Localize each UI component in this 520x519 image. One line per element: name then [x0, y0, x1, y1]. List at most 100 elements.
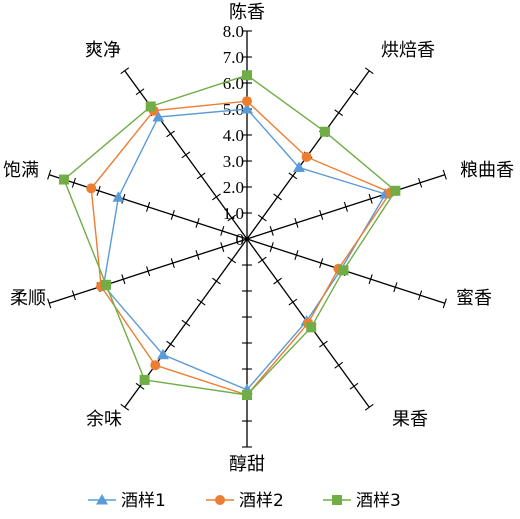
category-label: 粮曲香	[460, 160, 514, 181]
tick-mark	[146, 266, 151, 277]
data-point	[96, 494, 108, 505]
data-point	[86, 183, 97, 194]
radar-tick-labels: 01.02.03.04.05.06.07.08.0	[223, 22, 244, 249]
series-1	[97, 103, 392, 395]
data-point	[59, 174, 70, 185]
category-label: 陈香	[229, 2, 265, 23]
tick-mark	[273, 193, 282, 201]
tick-mark	[121, 274, 126, 285]
category-label: 爽净	[85, 40, 121, 61]
tick-mark	[227, 214, 237, 222]
tick-mark	[227, 256, 237, 264]
tick-mark	[349, 88, 359, 96]
tick-mark	[294, 250, 299, 260]
tick-mark	[47, 298, 52, 309]
data-point	[319, 126, 330, 137]
data-point	[139, 374, 150, 385]
tick-mark	[220, 226, 225, 236]
tick-mark	[181, 319, 191, 327]
data-point	[152, 111, 165, 122]
data-point	[112, 191, 125, 202]
tick-label: 4.0	[223, 126, 244, 145]
tick-mark	[166, 130, 175, 138]
data-point	[242, 96, 252, 107]
data-point	[242, 70, 252, 81]
tick-mark	[135, 88, 145, 96]
data-point	[390, 185, 401, 196]
category-label: 烘焙香	[381, 40, 435, 61]
tick-mark	[319, 258, 324, 269]
category-label: 果香	[392, 409, 428, 430]
series-3	[59, 70, 401, 400]
legend-label: 酒样2	[239, 491, 284, 511]
data-point	[145, 101, 156, 112]
legend: 酒样1 酒样2 酒样3	[88, 491, 401, 511]
tick-mark	[418, 290, 423, 301]
tick-mark	[257, 214, 267, 222]
tick-mark	[170, 258, 175, 269]
tick-mark	[442, 298, 447, 309]
tick-mark	[343, 201, 348, 212]
tick-mark	[120, 403, 130, 411]
series-line	[102, 108, 387, 391]
radar-series	[59, 70, 401, 400]
tick-mark	[181, 151, 191, 159]
tick-mark	[212, 193, 221, 201]
category-label: 饱满	[3, 160, 39, 181]
tick-mark	[273, 277, 282, 285]
data-point	[150, 360, 161, 371]
tick-label: 8.0	[223, 22, 244, 41]
tick-mark	[294, 218, 299, 228]
tick-mark	[288, 172, 298, 180]
tick-mark	[368, 193, 373, 204]
tick-mark	[418, 177, 423, 188]
data-point	[301, 151, 312, 162]
tick-mark	[170, 209, 175, 220]
data-point	[156, 348, 169, 360]
data-point	[306, 322, 317, 333]
tick-mark	[364, 67, 374, 75]
category-label: 蜜香	[456, 288, 492, 309]
tick-mark	[195, 218, 200, 228]
tick-mark	[96, 185, 101, 196]
tick-mark	[393, 282, 398, 293]
tick-mark	[442, 169, 447, 180]
tick-mark	[334, 109, 344, 117]
legend-item-3: 酒样3	[323, 491, 401, 511]
tick-mark	[364, 403, 374, 411]
category-label: 醇甜	[229, 454, 265, 475]
legend-label: 酒样1	[121, 491, 166, 511]
tick-label: 3.0	[223, 152, 244, 171]
tick-label: 0	[236, 230, 245, 249]
tick-mark	[368, 274, 373, 285]
tick-mark	[47, 169, 52, 180]
tick-label: 1.0	[223, 204, 244, 223]
data-point	[241, 103, 253, 114]
tick-mark	[349, 382, 359, 390]
data-point	[101, 279, 112, 290]
tick-mark	[71, 290, 76, 301]
tick-mark	[196, 298, 206, 306]
tick-label: 5.0	[223, 100, 244, 119]
tick-mark	[269, 242, 274, 252]
category-label: 柔顺	[10, 288, 46, 309]
tick-label: 7.0	[223, 48, 244, 67]
tick-mark	[146, 201, 151, 212]
tick-label: 2.0	[223, 178, 244, 197]
tick-mark	[121, 193, 126, 204]
tick-mark	[220, 242, 225, 252]
series-line	[63, 74, 397, 396]
tick-mark	[166, 340, 175, 348]
data-point	[215, 495, 225, 505]
tick-mark	[135, 382, 145, 390]
legend-label: 酒样3	[356, 491, 401, 511]
tick-mark	[212, 277, 221, 285]
tick-mark	[288, 298, 298, 306]
data-point	[292, 161, 305, 172]
tick-mark	[269, 226, 274, 236]
legend-item-2: 酒样2	[206, 491, 284, 511]
tick-mark	[195, 250, 200, 260]
tick-mark	[334, 361, 344, 369]
tick-mark	[196, 172, 206, 180]
